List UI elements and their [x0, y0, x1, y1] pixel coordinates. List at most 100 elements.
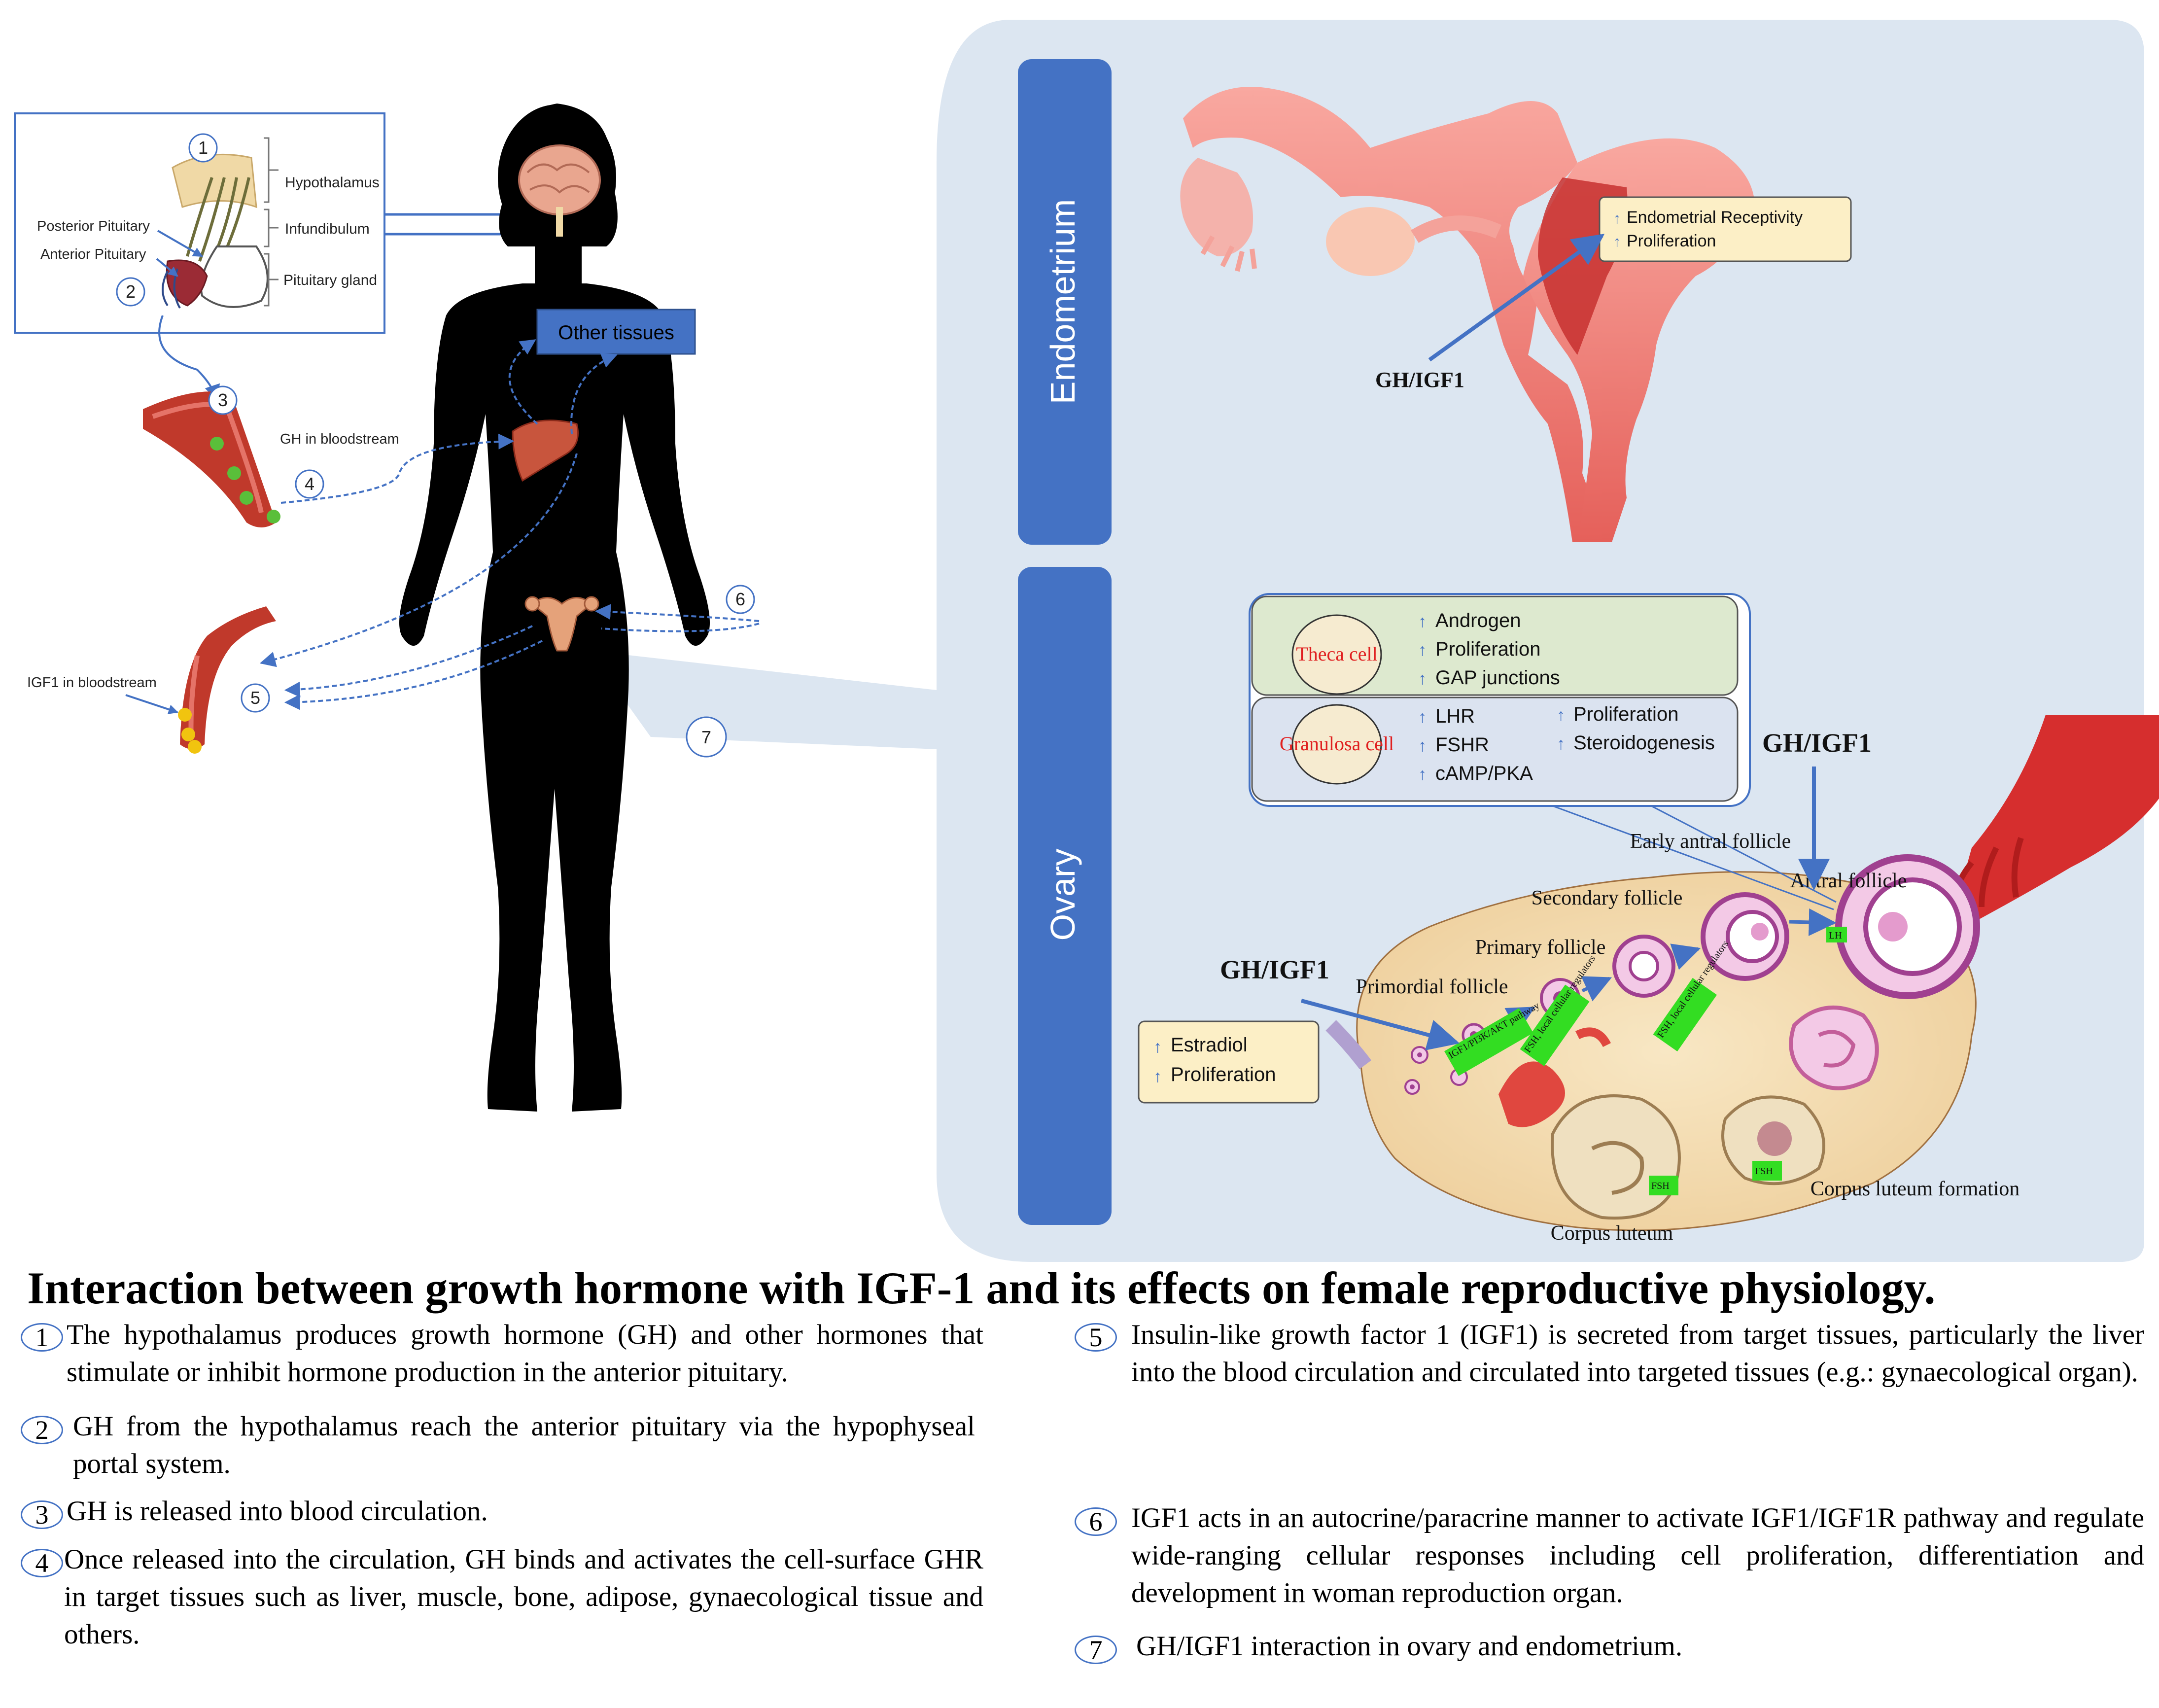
svg-text:↑: ↑ — [1418, 641, 1427, 660]
ovary-agent-left: GH/IGF1 — [1220, 955, 1329, 984]
step-marker-3: 3 — [208, 385, 238, 415]
follicle-early-antral — [1612, 935, 1675, 998]
caption: Interaction between growth hormone with … — [0, 1262, 2159, 1708]
endometrium-side-label: Endometrium — [1044, 199, 1082, 404]
granulosa-effect-4: Proliferation — [1573, 703, 1678, 725]
granulosa-effect-1: LHR — [1435, 705, 1475, 727]
figure-canvas: Endometrium Ovary Hypothalamus Infundibu… — [14, 20, 2159, 1262]
gh-bloodstream-label: GH in bloodstream — [280, 431, 399, 447]
svg-text:↑: ↑ — [1418, 736, 1427, 755]
svg-text:3: 3 — [218, 390, 228, 410]
caption-item-number-5: 5 — [1075, 1323, 1117, 1352]
caption-item-number-7: 7 — [1075, 1636, 1117, 1664]
caption-item-3: GH is released into blood circulation. — [67, 1496, 488, 1527]
follicle-antral — [1835, 854, 1980, 999]
endometrium-effect-1: Endometrial Receptivity — [1627, 208, 1803, 227]
stage-label-early-antral: Early antral follicle — [1630, 830, 1791, 853]
other-tissues-box: Other tissues — [536, 309, 696, 355]
ovary-agent-left-arrow — [1300, 999, 1460, 1050]
brain-illustration — [518, 144, 601, 237]
theca-effect-1: Androgen — [1435, 610, 1521, 631]
caption-item-number-1: 1 — [21, 1323, 63, 1352]
svg-text:↑: ↑ — [1613, 210, 1621, 227]
caption-item-7: GH/IGF1 interaction in ovary and endomet… — [1136, 1631, 1683, 1662]
tag-fsh-cl2: FSH — [1752, 1161, 1782, 1181]
tag-lh: LH — [1826, 927, 1847, 942]
caption-item-5: Insulin-like growth factor 1 (IGF1) is s… — [1131, 1319, 2144, 1388]
stage-label-primary: Primary follicle — [1475, 936, 1606, 959]
caption-item-2: GH from the hypothalamus reach the anter… — [73, 1411, 975, 1479]
svg-text:↑: ↑ — [1557, 734, 1565, 753]
caption-title: Interaction between growth hormone with … — [27, 1263, 1936, 1313]
pituitary-gland-illustration — [200, 245, 269, 308]
theca-cell-label: Theca cell — [1296, 643, 1377, 665]
svg-text:↑: ↑ — [1613, 234, 1621, 250]
liver-illustration — [512, 419, 579, 482]
svg-text:↑: ↑ — [1418, 765, 1427, 784]
svg-text:1: 1 — [198, 138, 208, 158]
caption-item-4: Once released into the circulation, GH b… — [64, 1544, 983, 1650]
endometrium-sidebar: Endometrium — [1018, 59, 1112, 545]
step-marker-6: 6 — [726, 585, 755, 614]
svg-text:FSH: FSH — [1651, 1181, 1670, 1191]
svg-text:↑: ↑ — [1418, 669, 1427, 688]
label-posterior-pituitary: Posterior Pituitary — [37, 218, 150, 234]
ovary-side-label: Ovary — [1044, 849, 1082, 941]
svg-text:↑: ↑ — [1557, 706, 1565, 725]
theca-effect-2: Proliferation — [1435, 638, 1540, 660]
step-marker-1: 1 — [188, 133, 218, 163]
granulosa-effect-3: cAMP/PKA — [1435, 763, 1533, 784]
cell-effects-panel: Theca cell Granulosa cell ↑ ↑ ↑ Androgen… — [1249, 593, 1751, 807]
endometrium-effect-box: ↑ ↑ Endometrial Receptivity Proliferatio… — [1599, 196, 1852, 262]
label-hypothalamus: Hypothalamus — [285, 174, 380, 191]
igf1-bloodstream-label: IGF1 in bloodstream — [27, 675, 157, 691]
endometrium-effect-2: Proliferation — [1627, 232, 1716, 250]
stage-label-corpus-luteum: Corpus luteum — [1551, 1222, 1673, 1245]
svg-text:↑: ↑ — [1418, 708, 1427, 727]
granulosa-cell-oval — [1291, 704, 1382, 785]
stage-label-secondary: Secondary follicle — [1532, 887, 1683, 909]
step-marker-4: 4 — [295, 469, 324, 499]
ovary-illustration — [1325, 715, 2159, 1231]
stage-label-corpus-luteum-formation: Corpus luteum formation — [1811, 1178, 2020, 1200]
svg-text:2: 2 — [126, 281, 136, 302]
step-markers: 1 2 3 4 5 6 7 — [116, 133, 755, 758]
theca-cell-oval — [1291, 614, 1382, 695]
caption-item-number-2: 2 — [21, 1416, 63, 1444]
tag-fsh-cl1: FSH — [1649, 1176, 1678, 1195]
svg-text:6: 6 — [735, 589, 745, 609]
label-infundibulum: Infundibulum — [285, 221, 370, 237]
caption-item-1: The hypothalamus produces growth hormone… — [67, 1319, 983, 1388]
other-tissues-label: Other tissues — [558, 322, 674, 344]
step-marker-7: 7 — [686, 716, 727, 758]
granulosa-cell-label: Granulosa cell — [1280, 732, 1394, 755]
stage-label-early-antral-text: Early antral follicle — [1630, 830, 1791, 853]
granulosa-effect-2: FSHR — [1435, 734, 1489, 756]
stage-label-primordial: Primordial follicle — [1356, 976, 1508, 998]
svg-text:5: 5 — [250, 688, 260, 708]
svg-text:↑: ↑ — [1153, 1038, 1162, 1056]
caption-item-6: IGF1 acts in an autocrine/paracrine mann… — [1131, 1502, 2144, 1608]
ovary-left-effect-box: ↑ ↑ Estradiol Proliferation — [1138, 1020, 1320, 1104]
corpus-luteum-1 — [1551, 1094, 1681, 1220]
svg-text:LH: LH — [1829, 930, 1842, 941]
stage-label-antral: Antral follicle — [1790, 870, 1907, 892]
corpus-luteum-2 — [1721, 1095, 1825, 1185]
svg-text:↑: ↑ — [1418, 612, 1427, 631]
svg-text:↑: ↑ — [1153, 1067, 1162, 1086]
granulosa-effect-5: Steroidogenesis — [1573, 732, 1715, 754]
caption-item-number-3: 3 — [21, 1500, 63, 1529]
ovary-sidebar: Ovary — [1018, 567, 1112, 1225]
ovary-left-effect-1: Estradiol — [1171, 1034, 1248, 1056]
theca-effect-3: GAP junctions — [1435, 667, 1560, 689]
igf1-blood-vessel: IGF1 in bloodstream — [27, 606, 276, 754]
svg-text:7: 7 — [701, 727, 711, 747]
follicle-primordial — [1411, 1046, 1428, 1064]
body-signal-arrows — [259, 339, 760, 710]
ovary-left-effect-2: Proliferation — [1171, 1064, 1276, 1085]
caption-item-number-4: 4 — [21, 1549, 63, 1577]
caption-item-number-6: 6 — [1075, 1507, 1117, 1536]
label-pituitary-gland: Pituitary gland — [283, 272, 377, 288]
svg-text:FSH: FSH — [1755, 1166, 1773, 1177]
pituitary-to-blood-arrow — [158, 315, 220, 401]
